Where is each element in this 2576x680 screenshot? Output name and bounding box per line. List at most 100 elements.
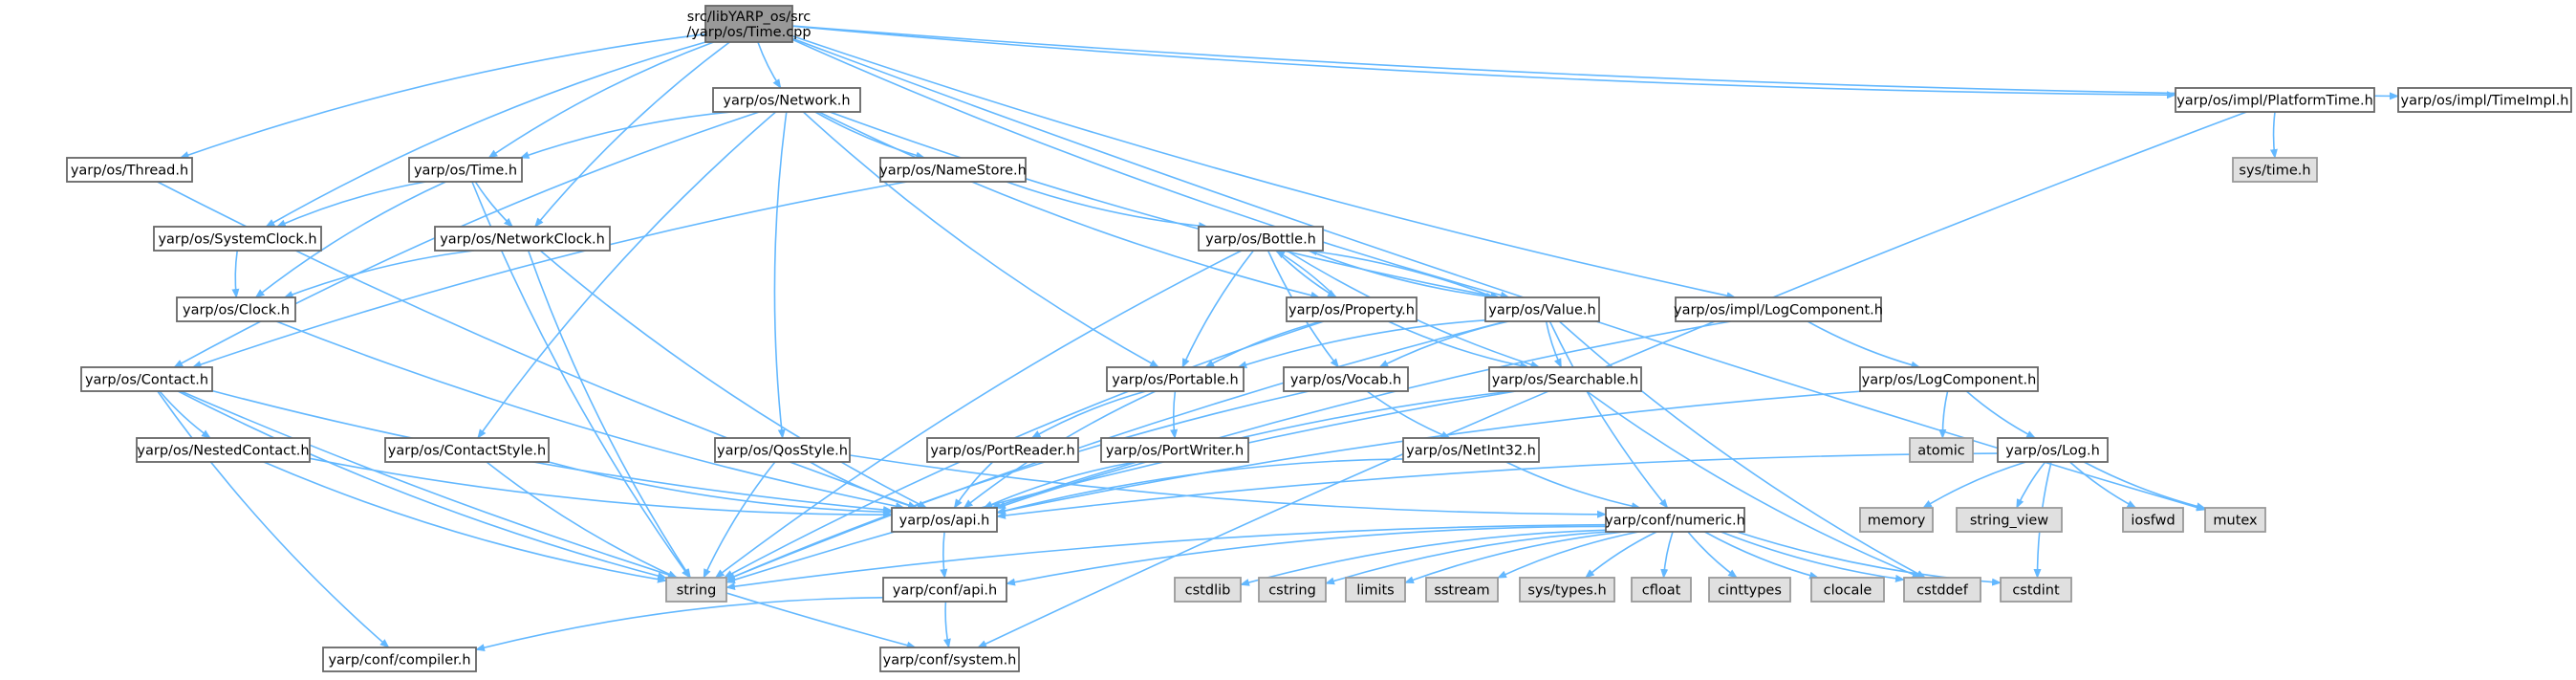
edge-value-to-portable <box>1237 319 1486 369</box>
node-bottle[interactable]: yarp/os/Bottle.h <box>1198 226 1324 252</box>
node-string: string <box>665 577 727 603</box>
node-label-networkclock: yarp/os/NetworkClock.h <box>440 232 605 248</box>
node-timeimpl[interactable]: yarp/os/impl/TimeImpl.h <box>2397 87 2572 113</box>
node-label-value: yarp/os/Value.h <box>1488 303 1595 318</box>
node-nestedcontact[interactable]: yarp/os/NestedContact.h <box>136 437 311 463</box>
edge-contact-to-system <box>180 390 917 649</box>
node-numeric[interactable]: yarp/conf/numeric.h <box>1605 507 1745 533</box>
edge-bottle-to-portable <box>1181 250 1255 368</box>
edge-network-to-property <box>818 111 1321 299</box>
node-label-portwriter: yarp/os/PortWriter.h <box>1106 444 1244 459</box>
node-label-string_view: string_view <box>1970 514 2048 529</box>
node-property[interactable]: yarp/os/Property.h <box>1286 296 1418 322</box>
node-label-atomic: atomic <box>1917 444 1965 459</box>
node-confapi[interactable]: yarp/conf/api.h <box>882 577 1007 603</box>
edge-log-to-osapi <box>996 452 1999 519</box>
node-thread[interactable]: yarp/os/Thread.h <box>66 157 193 183</box>
edge-qosstyle-to-numeric <box>849 454 1607 518</box>
edge-qosstyle-to-osapi <box>810 461 918 510</box>
node-box-limits <box>1345 577 1406 603</box>
edge-contact-to-nestedcontact <box>159 390 211 439</box>
node-box-portwriter <box>1100 437 1249 463</box>
edge-logcomp-to-atomic <box>1938 390 1949 439</box>
node-logcompimpl[interactable]: yarp/os/impl/LogComponent.h <box>1674 296 1883 322</box>
node-contact[interactable]: yarp/os/Contact.h <box>80 366 213 392</box>
node-systemclock[interactable]: yarp/os/SystemClock.h <box>153 226 322 252</box>
node-box-bottle <box>1198 226 1324 252</box>
node-box-value <box>1484 296 1600 322</box>
node-atomic: atomic <box>1909 437 1974 463</box>
edge-portreader-to-osapi <box>953 461 994 509</box>
edge-qosstyle-to-string <box>703 461 776 579</box>
node-box-logcomp <box>1859 366 2039 392</box>
edge-numeric-to-cfloat <box>1660 531 1674 579</box>
edge-nestedcontact-to-string <box>263 461 667 583</box>
edge-root-to-logcompimpl <box>791 34 1737 300</box>
edge-namestore-to-bottle <box>1006 181 1209 230</box>
node-time[interactable]: yarp/os/Time.h <box>408 157 523 183</box>
node-box-cstddef <box>1903 577 1981 603</box>
node-label-portable: yarp/os/Portable.h <box>1112 373 1238 388</box>
node-platformtime[interactable]: yarp/os/impl/PlatformTime.h <box>2175 87 2375 113</box>
node-networkclock[interactable]: yarp/os/NetworkClock.h <box>434 226 611 252</box>
node-logcomp[interactable]: yarp/os/LogComponent.h <box>1859 366 2039 392</box>
node-portwriter[interactable]: yarp/os/PortWriter.h <box>1100 437 1249 463</box>
node-box-portable <box>1106 366 1245 392</box>
node-vocab[interactable]: yarp/os/Vocab.h <box>1283 366 1409 392</box>
node-box-osapi <box>891 507 998 533</box>
edge-contact-to-compiler <box>157 390 390 648</box>
node-log[interactable]: yarp/os/Log.h <box>1997 437 2109 463</box>
edge-root-to-network <box>757 41 782 89</box>
node-namestore[interactable]: yarp/os/NameStore.h <box>879 157 1027 183</box>
edge-confapi-to-system <box>942 601 951 648</box>
node-netint32[interactable]: yarp/os/NetInt32.h <box>1402 437 1540 463</box>
edge-platformtime-to-systime <box>2269 111 2278 159</box>
node-system[interactable]: yarp/conf/system.h <box>879 647 1020 672</box>
edge-numeric-to-systypes <box>1585 531 1657 579</box>
node-cstring: cstring <box>1258 577 1327 603</box>
node-box-timeimpl <box>2397 87 2572 113</box>
node-label-contact: yarp/os/Contact.h <box>85 373 208 388</box>
node-box-network <box>712 87 861 113</box>
edge-contact-to-osapi <box>211 389 893 514</box>
edge-osapi-to-confapi <box>940 531 948 579</box>
edge-root-to-systemclock <box>265 41 706 228</box>
edge-network-to-portable <box>802 111 1159 368</box>
node-portreader[interactable]: yarp/os/PortReader.h <box>926 437 1079 463</box>
node-clock[interactable]: yarp/os/Clock.h <box>176 296 296 322</box>
edge-network-to-namestore <box>814 111 926 160</box>
node-label-numeric: yarp/conf/numeric.h <box>1605 514 1745 529</box>
node-box-contact <box>80 366 213 392</box>
node-label-contactstyle: yarp/os/ContactStyle.h <box>388 444 546 459</box>
node-qosstyle[interactable]: yarp/os/QosStyle.h <box>714 437 851 463</box>
node-osapi[interactable]: yarp/os/api.h <box>891 507 998 533</box>
node-label-clocale: clocale <box>1824 583 1872 599</box>
node-label-mutex: mutex <box>2213 514 2258 529</box>
node-string_view: string_view <box>1956 507 2063 533</box>
node-contactstyle[interactable]: yarp/os/ContactStyle.h <box>384 437 550 463</box>
node-network[interactable]: yarp/os/Network.h <box>712 87 861 113</box>
node-box-system <box>879 647 1020 672</box>
edge-property-to-portable <box>1204 320 1322 368</box>
edge-portable-to-portwriter <box>1170 390 1179 439</box>
edge-network-to-qosstyle <box>773 111 788 439</box>
node-box-time <box>408 157 523 183</box>
node-box-qosstyle <box>714 437 851 463</box>
edge-bottle-to-value <box>1308 250 1496 300</box>
node-box-clocale <box>1810 577 1885 603</box>
node-root[interactable]: src/libYARP_os/src/yarp/os/Time.cpp <box>686 5 812 43</box>
edge-clock-to-osapi <box>275 320 905 511</box>
node-value[interactable]: yarp/os/Value.h <box>1484 296 1600 322</box>
node-box-namestore <box>879 157 1027 183</box>
node-compiler[interactable]: yarp/conf/compiler.h <box>322 647 477 672</box>
node-label-vocab: yarp/os/Vocab.h <box>1290 373 1401 388</box>
edge-numeric-to-clocale <box>1704 531 1820 580</box>
node-box-platformtime <box>2175 87 2375 113</box>
node-searchable[interactable]: yarp/os/Searchable.h <box>1488 366 1642 392</box>
node-portable[interactable]: yarp/os/Portable.h <box>1106 366 1245 392</box>
edge-layer <box>157 25 2399 651</box>
node-label-qosstyle: yarp/os/QosStyle.h <box>717 444 848 459</box>
edge-property-to-bottle <box>1275 250 1337 298</box>
node-box-atomic <box>1909 437 1974 463</box>
